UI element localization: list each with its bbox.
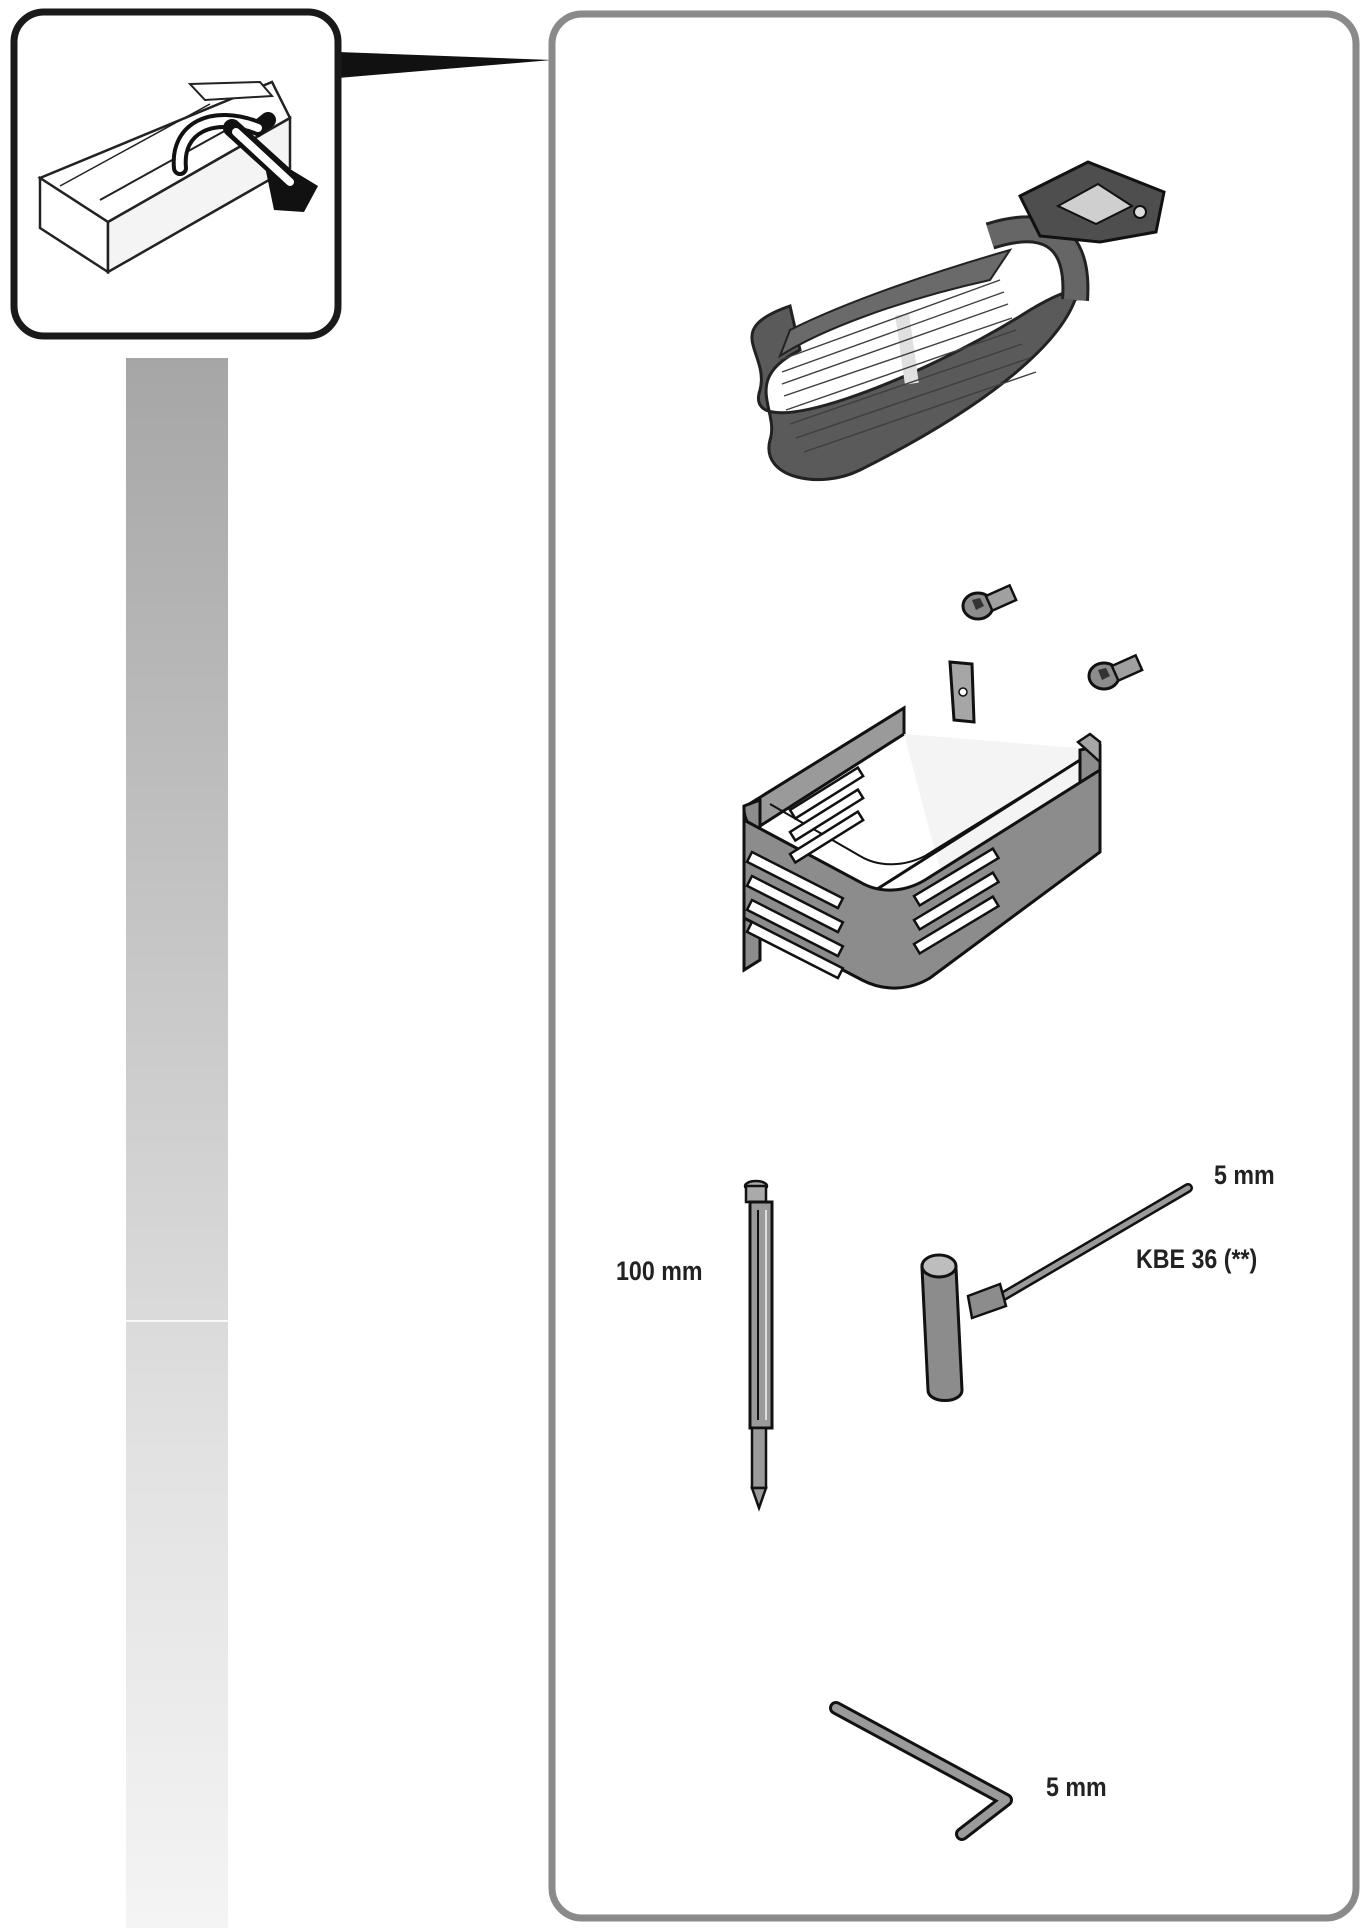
hex-key-size-label: 5 mm — [1046, 1772, 1107, 1802]
key-model-label: KBE 36 (**) — [1136, 1244, 1258, 1274]
callout-pointer — [338, 52, 552, 78]
open-box-icon — [10, 8, 342, 340]
mounting-bracket-icon — [742, 660, 1102, 990]
pin-length-label: 100 mm — [616, 1256, 703, 1286]
socket-screw-icon — [961, 583, 1018, 621]
key-size-label: 5 mm — [1214, 1160, 1275, 1190]
hex-key-icon — [829, 1701, 1013, 1841]
gradient-column — [126, 358, 228, 1928]
centering-pin-icon — [743, 1179, 774, 1512]
t-handle-key-icon — [920, 1183, 1193, 1402]
socket-screw-icon — [1087, 653, 1144, 691]
parts-frame — [548, 10, 1360, 1922]
ratchet-strap-icon — [750, 160, 1166, 482]
